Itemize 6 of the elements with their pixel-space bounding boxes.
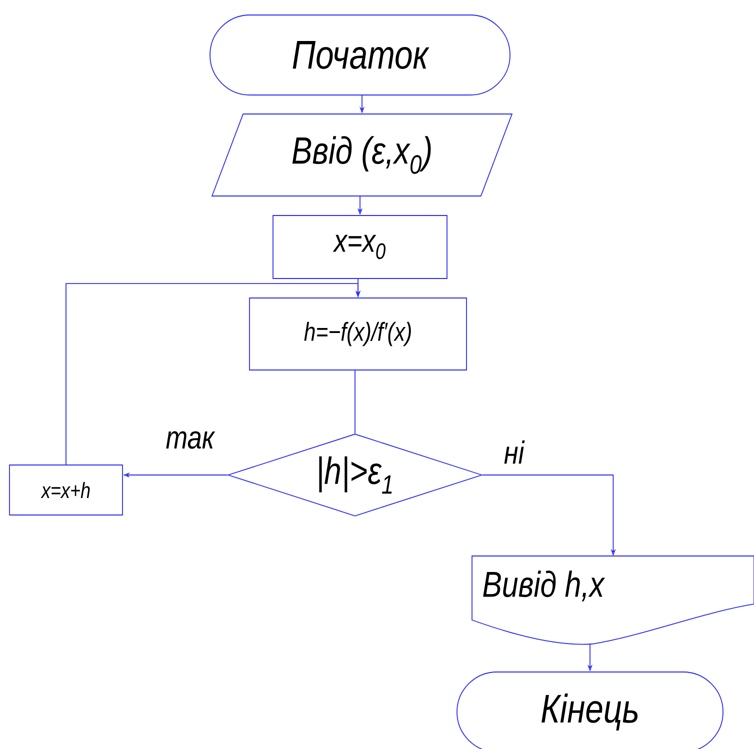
arrow bbox=[66, 283, 361, 465]
edge-label: так bbox=[164, 430, 216, 450]
edge-label: ні bbox=[502, 439, 526, 465]
process-box: h=−f(x)/f′(x) bbox=[249, 298, 467, 370]
process-box: x=x+h bbox=[9, 464, 123, 516]
process-box: x=x$_{0}$ bbox=[272, 215, 448, 279]
